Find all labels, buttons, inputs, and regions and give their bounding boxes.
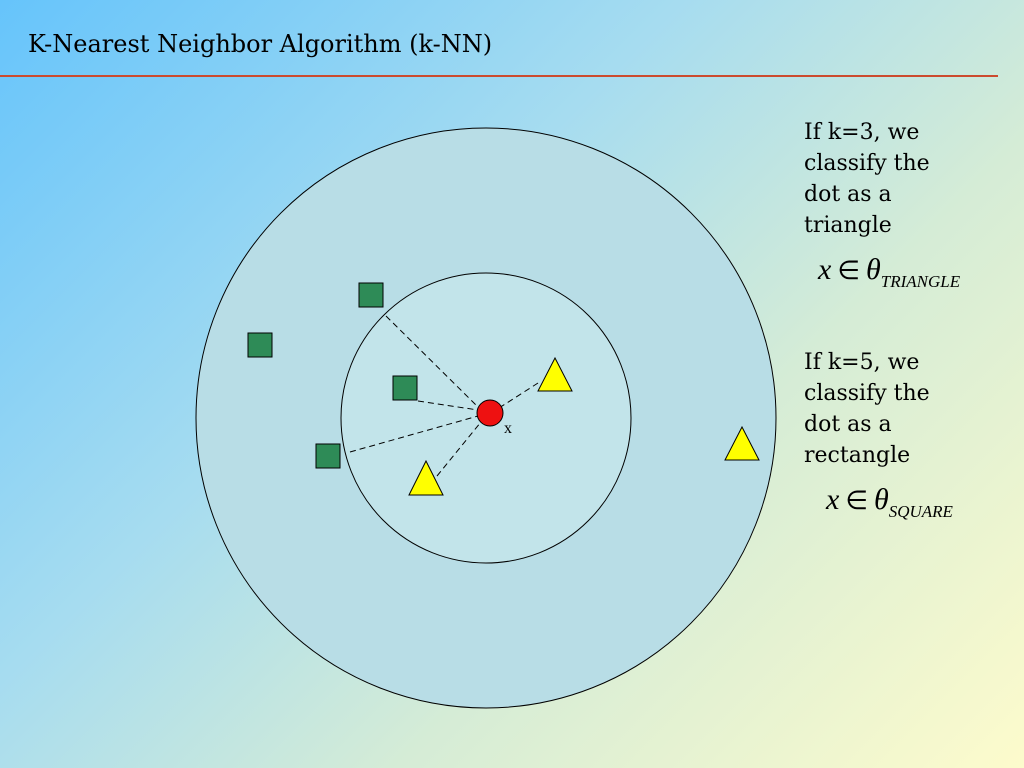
distance-line-4 (436, 421, 482, 477)
note-line: If k=5, we (804, 350, 920, 375)
note-line: dot as a (804, 182, 892, 207)
title-divider (0, 75, 998, 77)
note-line: triangle (804, 213, 892, 238)
note-line: classify the (804, 381, 930, 406)
note-k3: If k=3, we classify the dot as a triangl… (804, 117, 1004, 241)
note-line: rectangle (804, 443, 911, 468)
formula-subscript: TRIANGLE (880, 272, 961, 291)
note-line: If k=3, we (804, 120, 920, 145)
distance-line-1 (385, 315, 479, 408)
square-point (315, 443, 341, 469)
distance-line-5 (498, 382, 539, 409)
square-point (358, 282, 384, 308)
formula-element-of: ∈ (845, 486, 868, 515)
note-line: classify the (804, 151, 930, 176)
distance-line-2 (417, 400, 479, 411)
triangle-point (724, 425, 760, 461)
formula-var: x (826, 483, 840, 516)
note-k5: If k=5, we classify the dot as a rectang… (804, 347, 1004, 471)
note-line: dot as a (804, 412, 892, 437)
triangle-point (537, 356, 573, 392)
formula-element-of: ∈ (837, 256, 860, 285)
formula-subscript: SQUARE (888, 502, 953, 521)
formula-var: x (818, 253, 832, 286)
square-point (392, 375, 418, 401)
formula-theta: θ (865, 253, 881, 286)
triangle-point (408, 459, 444, 496)
formula-triangle: x∈θTRIANGLE (818, 253, 960, 292)
query-point-label: x (504, 420, 512, 437)
formula-theta: θ (873, 483, 889, 516)
formula-square: x∈θSQUARE (826, 483, 953, 522)
query-point (476, 399, 504, 427)
slide-title: K-Nearest Neighbor Algorithm (k-NN) (28, 30, 493, 58)
distance-line-3 (349, 415, 479, 453)
square-point (247, 332, 273, 358)
